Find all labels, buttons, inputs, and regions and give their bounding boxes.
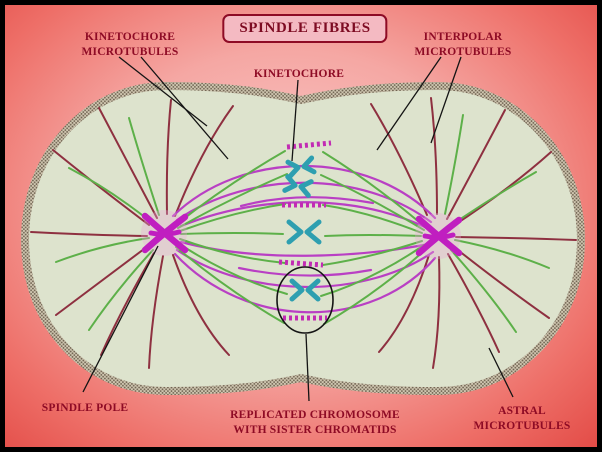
- pointer-kinetochore: [291, 79, 299, 162]
- diagram-title-text: SPINDLE FIBRES: [239, 20, 371, 36]
- spindle-pole-right: [415, 213, 463, 259]
- chromatid-pair-1: [285, 155, 317, 179]
- label-text: KINETOCHORE: [84, 31, 176, 43]
- label-replicated-chromosome: REPLICATED CHROMOSOME WITH SISTER CHROMA…: [230, 408, 400, 438]
- pointer-lines-group: [82, 56, 514, 402]
- label-text: MICROTUBULES: [81, 45, 179, 58]
- label-text: INTERPOLAR: [423, 31, 503, 43]
- astral-microtubules-right-group: [370, 97, 577, 369]
- spindle-diagram-canvas: [20, 56, 586, 402]
- chromosome-band-3: [278, 259, 324, 268]
- label-astral-microtubules: ASTRAL MICROTUBULES: [474, 404, 571, 434]
- label-text: WITH SISTER CHROMATIDS: [233, 423, 397, 436]
- label-text: SPINDLE POLE: [41, 402, 129, 414]
- label-text: MICROTUBULES: [473, 419, 571, 432]
- spindle-pole-left: [141, 210, 189, 256]
- pointer-interpolar-b: [430, 56, 462, 144]
- pointer-kinetochore-microtubules-a: [118, 56, 208, 127]
- label-interpolar-microtubules: INTERPOLAR MICROTUBULES: [415, 30, 512, 60]
- kinetochore-microtubules-left-group: [175, 150, 288, 324]
- pointer-astral: [488, 347, 514, 398]
- chromatid-pair-2: [282, 174, 314, 198]
- chromosome-bands-group: [278, 140, 332, 321]
- pointer-spindle-pole: [82, 245, 159, 393]
- pointer-kinetochore-microtubules-b: [140, 56, 229, 160]
- annotation-ellipse: [276, 266, 334, 334]
- label-kinetochore: KINETOCHORE: [254, 67, 344, 82]
- label-text: ASTRAL: [498, 405, 546, 417]
- label-spindle-pole: SPINDLE POLE: [42, 401, 128, 416]
- label-text: MICROTUBULES: [414, 45, 512, 58]
- astral-microtubules-left-group: [30, 99, 234, 369]
- chromosomes-group: [282, 155, 322, 302]
- cell-body-membrane: [20, 81, 586, 396]
- chromatid-pair-4: [289, 278, 321, 302]
- label-text: REPLICATED CHROMOSOME: [230, 409, 400, 421]
- label-text: KINETOCHORE: [253, 68, 345, 80]
- pointer-replicated-chromosome: [305, 333, 310, 402]
- label-kinetochore-microtubules: KINETOCHORE MICROTUBULES: [82, 30, 179, 60]
- diagram-title: SPINDLE FIBRES: [222, 14, 388, 43]
- chromosome-band-1: [286, 140, 332, 150]
- chromatid-pair-3: [286, 219, 322, 245]
- pointer-interpolar-a: [376, 56, 442, 151]
